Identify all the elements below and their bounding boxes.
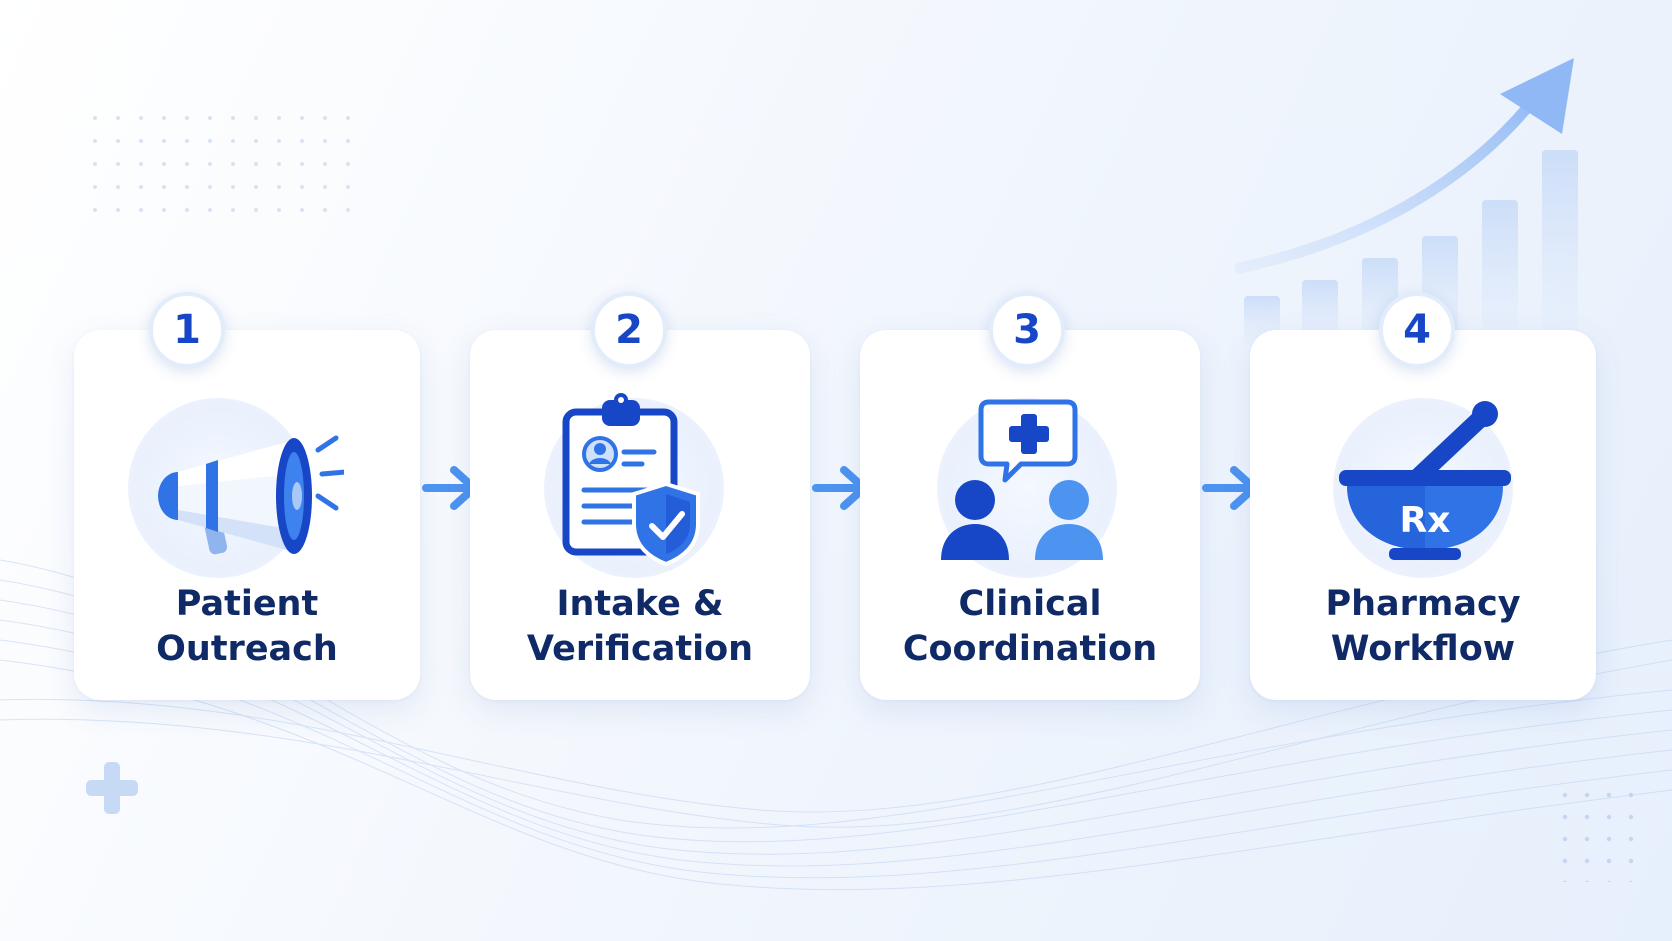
step-title-line: Coordination (902, 629, 1158, 669)
step-number: 4 (1403, 307, 1431, 353)
step-title-line: Intake & (556, 584, 724, 624)
wave-lines (0, 559, 1672, 891)
rx-label: Rx (1400, 500, 1451, 541)
step-number-badge: 4 (1379, 292, 1455, 368)
step-title-line: Clinical (958, 584, 1102, 624)
step-card-patient-outreach: 1 Patient Outreach (74, 292, 420, 700)
step-number-badge: 1 (149, 292, 225, 368)
people-medical-chat-icon (941, 399, 1103, 560)
step-title-line: Verification (526, 629, 754, 669)
growth-arrow-icon (1234, 58, 1574, 274)
step-number-badge: 2 (591, 292, 667, 368)
step-title: Clinical Coordination (860, 582, 1200, 672)
mortar-pestle-rx-icon: Rx (1339, 401, 1511, 560)
step-title-line: Outreach (156, 629, 338, 669)
step-title-line: Pharmacy (1325, 584, 1521, 624)
step-card-clinical-coordination: 3 Clinical Coordination (860, 292, 1200, 700)
step-card-intake-verification: 2 Intake & Verification (470, 292, 810, 700)
step-title: Pharmacy Workflow (1250, 582, 1596, 672)
step-number: 2 (615, 307, 643, 353)
step-number: 1 (173, 307, 201, 353)
clipboard-shield-icon (562, 393, 700, 567)
step-title: Intake & Verification (470, 582, 810, 672)
step-number: 3 (1013, 307, 1041, 353)
plus-icon (86, 762, 138, 814)
dot-grid (1552, 782, 1642, 882)
megaphone-icon (158, 435, 344, 555)
step-card-pharmacy-workflow: 4 Rx Pharmacy Workflow (1250, 292, 1596, 700)
step-number-badge: 3 (989, 292, 1065, 368)
step-title: Patient Outreach (74, 582, 420, 672)
step-title-line: Workflow (1330, 629, 1516, 669)
step-title-line: Patient (175, 584, 319, 624)
dot-grid (88, 115, 368, 225)
